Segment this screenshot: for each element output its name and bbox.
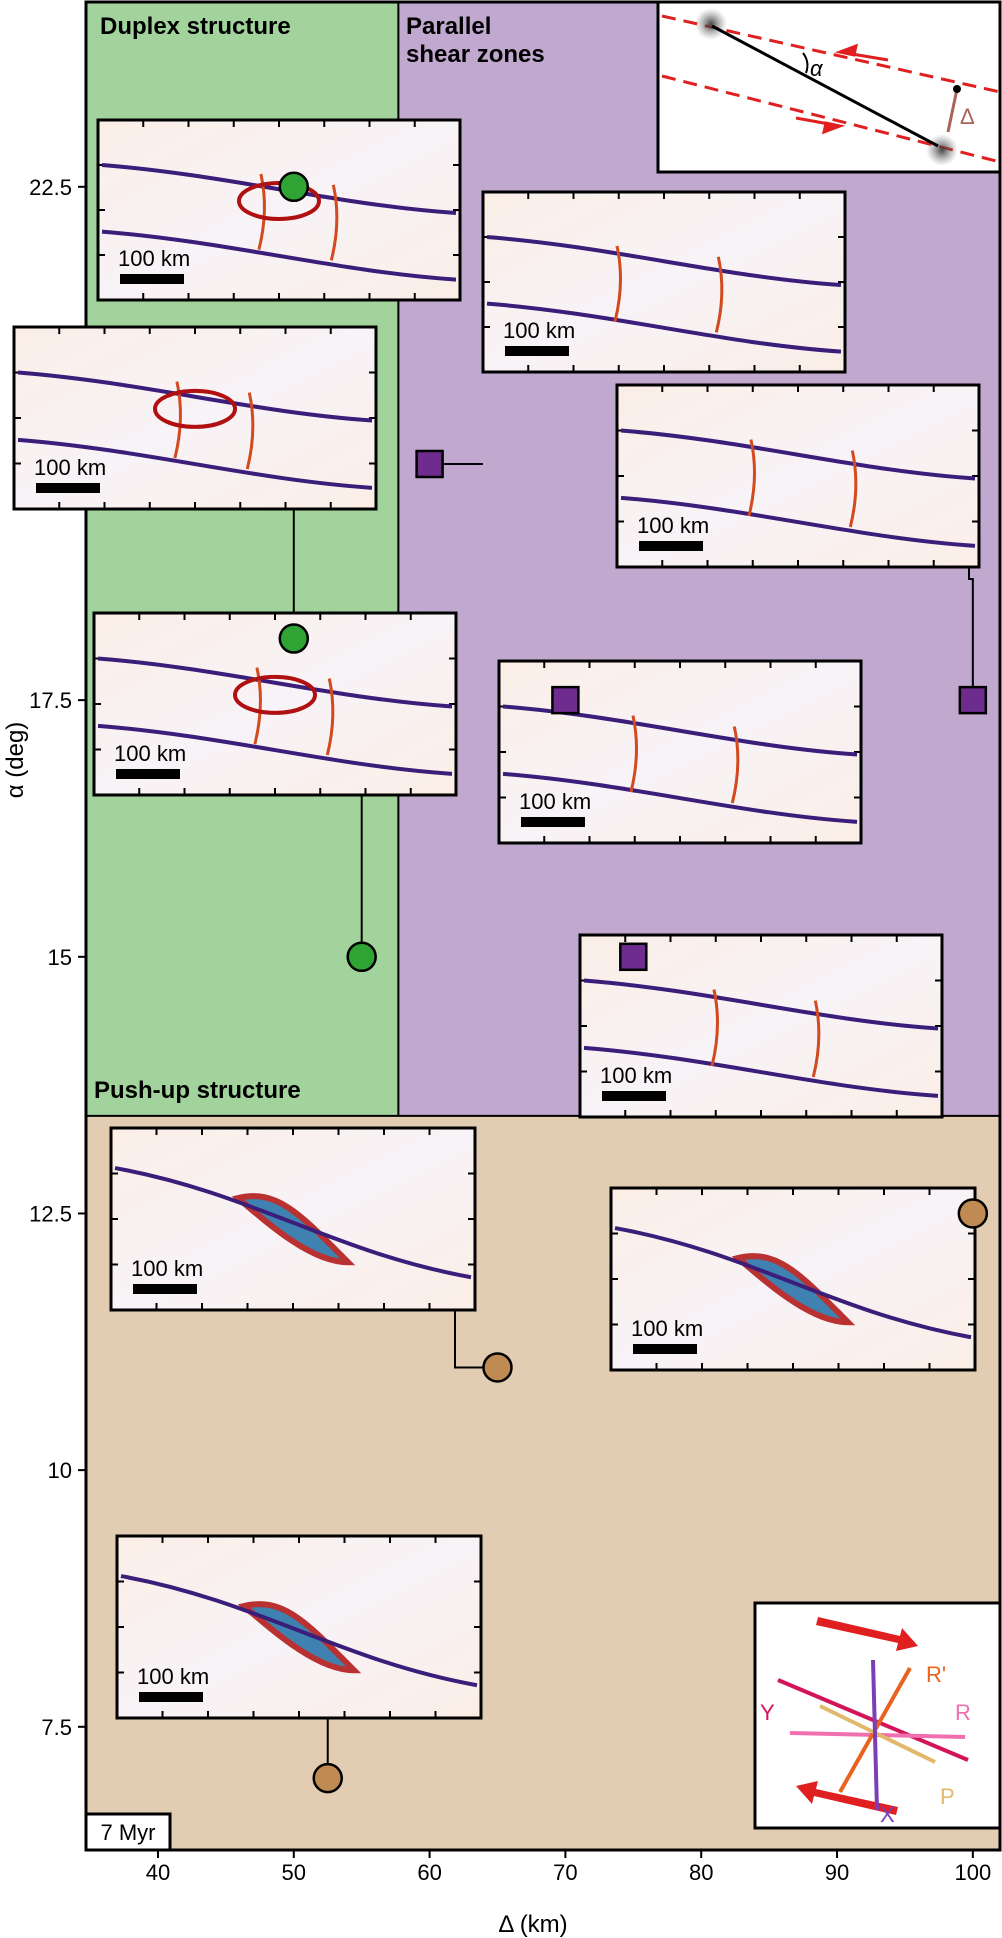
schematic-inset: α Δ (656, 0, 1002, 174)
scale-bar (639, 541, 703, 551)
x-tick-label: 40 (146, 1860, 170, 1885)
snapshot-4: 100 km (615, 383, 981, 569)
scale-label: 100 km (131, 1256, 203, 1281)
x-tick-label: 60 (417, 1860, 441, 1885)
scale-bar (133, 1284, 197, 1294)
riedel-legend: R' R Y P X (753, 1601, 1002, 1830)
legend-label-p: P (940, 1784, 955, 1809)
legend-label-r: R (955, 1700, 971, 1725)
snapshot-1: 100 km (12, 325, 378, 511)
scale-label: 100 km (600, 1063, 672, 1088)
scale-bar (521, 817, 585, 827)
plot-frame (84, 0, 1002, 1852)
scale-bar (120, 274, 184, 284)
delta-label: Δ (960, 104, 975, 129)
connector (968, 567, 974, 701)
scale-label: 100 km (519, 789, 591, 814)
scale-label: 100 km (137, 1664, 209, 1689)
snapshots: 100 km 100 km 100 km 100 km 100 km 100 km 100 … (12, 118, 981, 1720)
snapshot-2: 100 km (92, 611, 458, 797)
region-label-2: Push-up structure (94, 1077, 301, 1104)
legend-shear-bottom (796, 1781, 898, 1815)
y-tick-label: 22.5 (29, 175, 72, 200)
data-marker-square (415, 449, 444, 479)
scale-label: 100 km (637, 513, 709, 538)
data-marker-square (619, 942, 648, 972)
scale-label: 100 km (34, 455, 106, 480)
legend-shear-top (816, 1617, 918, 1651)
scale-label: 100 km (118, 246, 190, 271)
snapshot-3: 100 km (481, 190, 847, 374)
scale-bar (602, 1091, 666, 1101)
legend-label-r-prime: R' (926, 1662, 946, 1687)
scale-bar (139, 1692, 203, 1702)
scale-label: 100 km (631, 1316, 703, 1341)
y-tick-label: 7.5 (41, 1715, 72, 1740)
scale-label: 100 km (503, 318, 575, 343)
region-label-0: Duplex structure (100, 13, 291, 40)
shear-arrow-bottom (795, 116, 846, 135)
data-marker-circle (346, 941, 377, 973)
snapshot-6: 100 km (578, 933, 944, 1119)
data-marker-circle (482, 1352, 513, 1383)
data-marker-circle (312, 1762, 343, 1794)
snapshot-0: 100 km (96, 118, 462, 302)
delta-dot (953, 85, 961, 93)
x-tick-label: 80 (689, 1860, 713, 1885)
y-tick-label: 10 (48, 1458, 72, 1483)
time-box (84, 1812, 172, 1852)
data-marker-circle (957, 1198, 989, 1229)
axes: α (deg) Δ (km) 40 50 60 70 80 90 100 7.5 10 12.5 1… (2, 175, 991, 1938)
source-blob-lower (926, 134, 958, 166)
scale-bar (36, 483, 100, 493)
time-stamp: 7 Myr (84, 1812, 172, 1852)
y-axis-label: α (deg) (2, 722, 29, 799)
alpha-arc (802, 52, 809, 74)
delta-line (946, 88, 959, 133)
data-marker-square (551, 685, 580, 715)
time-label: 7 Myr (101, 1820, 156, 1845)
snapshot-9: 100 km (115, 1534, 483, 1720)
alpha-line (711, 24, 939, 148)
data-marker-circle (278, 623, 310, 654)
y-tick-label: 15 (48, 945, 72, 970)
x-tick-label: 50 (282, 1860, 306, 1885)
scale-bar (116, 769, 180, 779)
data-marker-circle (278, 171, 310, 203)
legend-label-x: X (880, 1802, 895, 1827)
scale-bar (633, 1344, 697, 1354)
legend-line-p (819, 1704, 936, 1764)
snapshot-frame (12, 325, 378, 511)
x-tick-label: 90 (825, 1860, 849, 1885)
data-marker-square (958, 685, 988, 715)
x-tick-label: 100 (954, 1860, 991, 1885)
x-axis-label: Δ (km) (498, 1911, 567, 1938)
snapshot-frame (481, 190, 847, 374)
y-tick-label: 17.5 (29, 688, 72, 713)
markers (278, 171, 989, 1794)
y-tick-label: 12.5 (29, 1201, 72, 1226)
snapshot-7: 100 km (109, 1126, 477, 1312)
snapshot-8: 100 km (609, 1186, 977, 1372)
alpha-label: α (810, 56, 824, 81)
shear-arrow-top (834, 43, 889, 62)
legend-line-x (871, 1659, 879, 1811)
legend-label-y: Y (760, 1700, 775, 1725)
source-blob-upper (695, 8, 727, 40)
scale-label: 100 km (114, 741, 186, 766)
scale-bar (505, 346, 569, 356)
x-tick-label: 70 (553, 1860, 577, 1885)
